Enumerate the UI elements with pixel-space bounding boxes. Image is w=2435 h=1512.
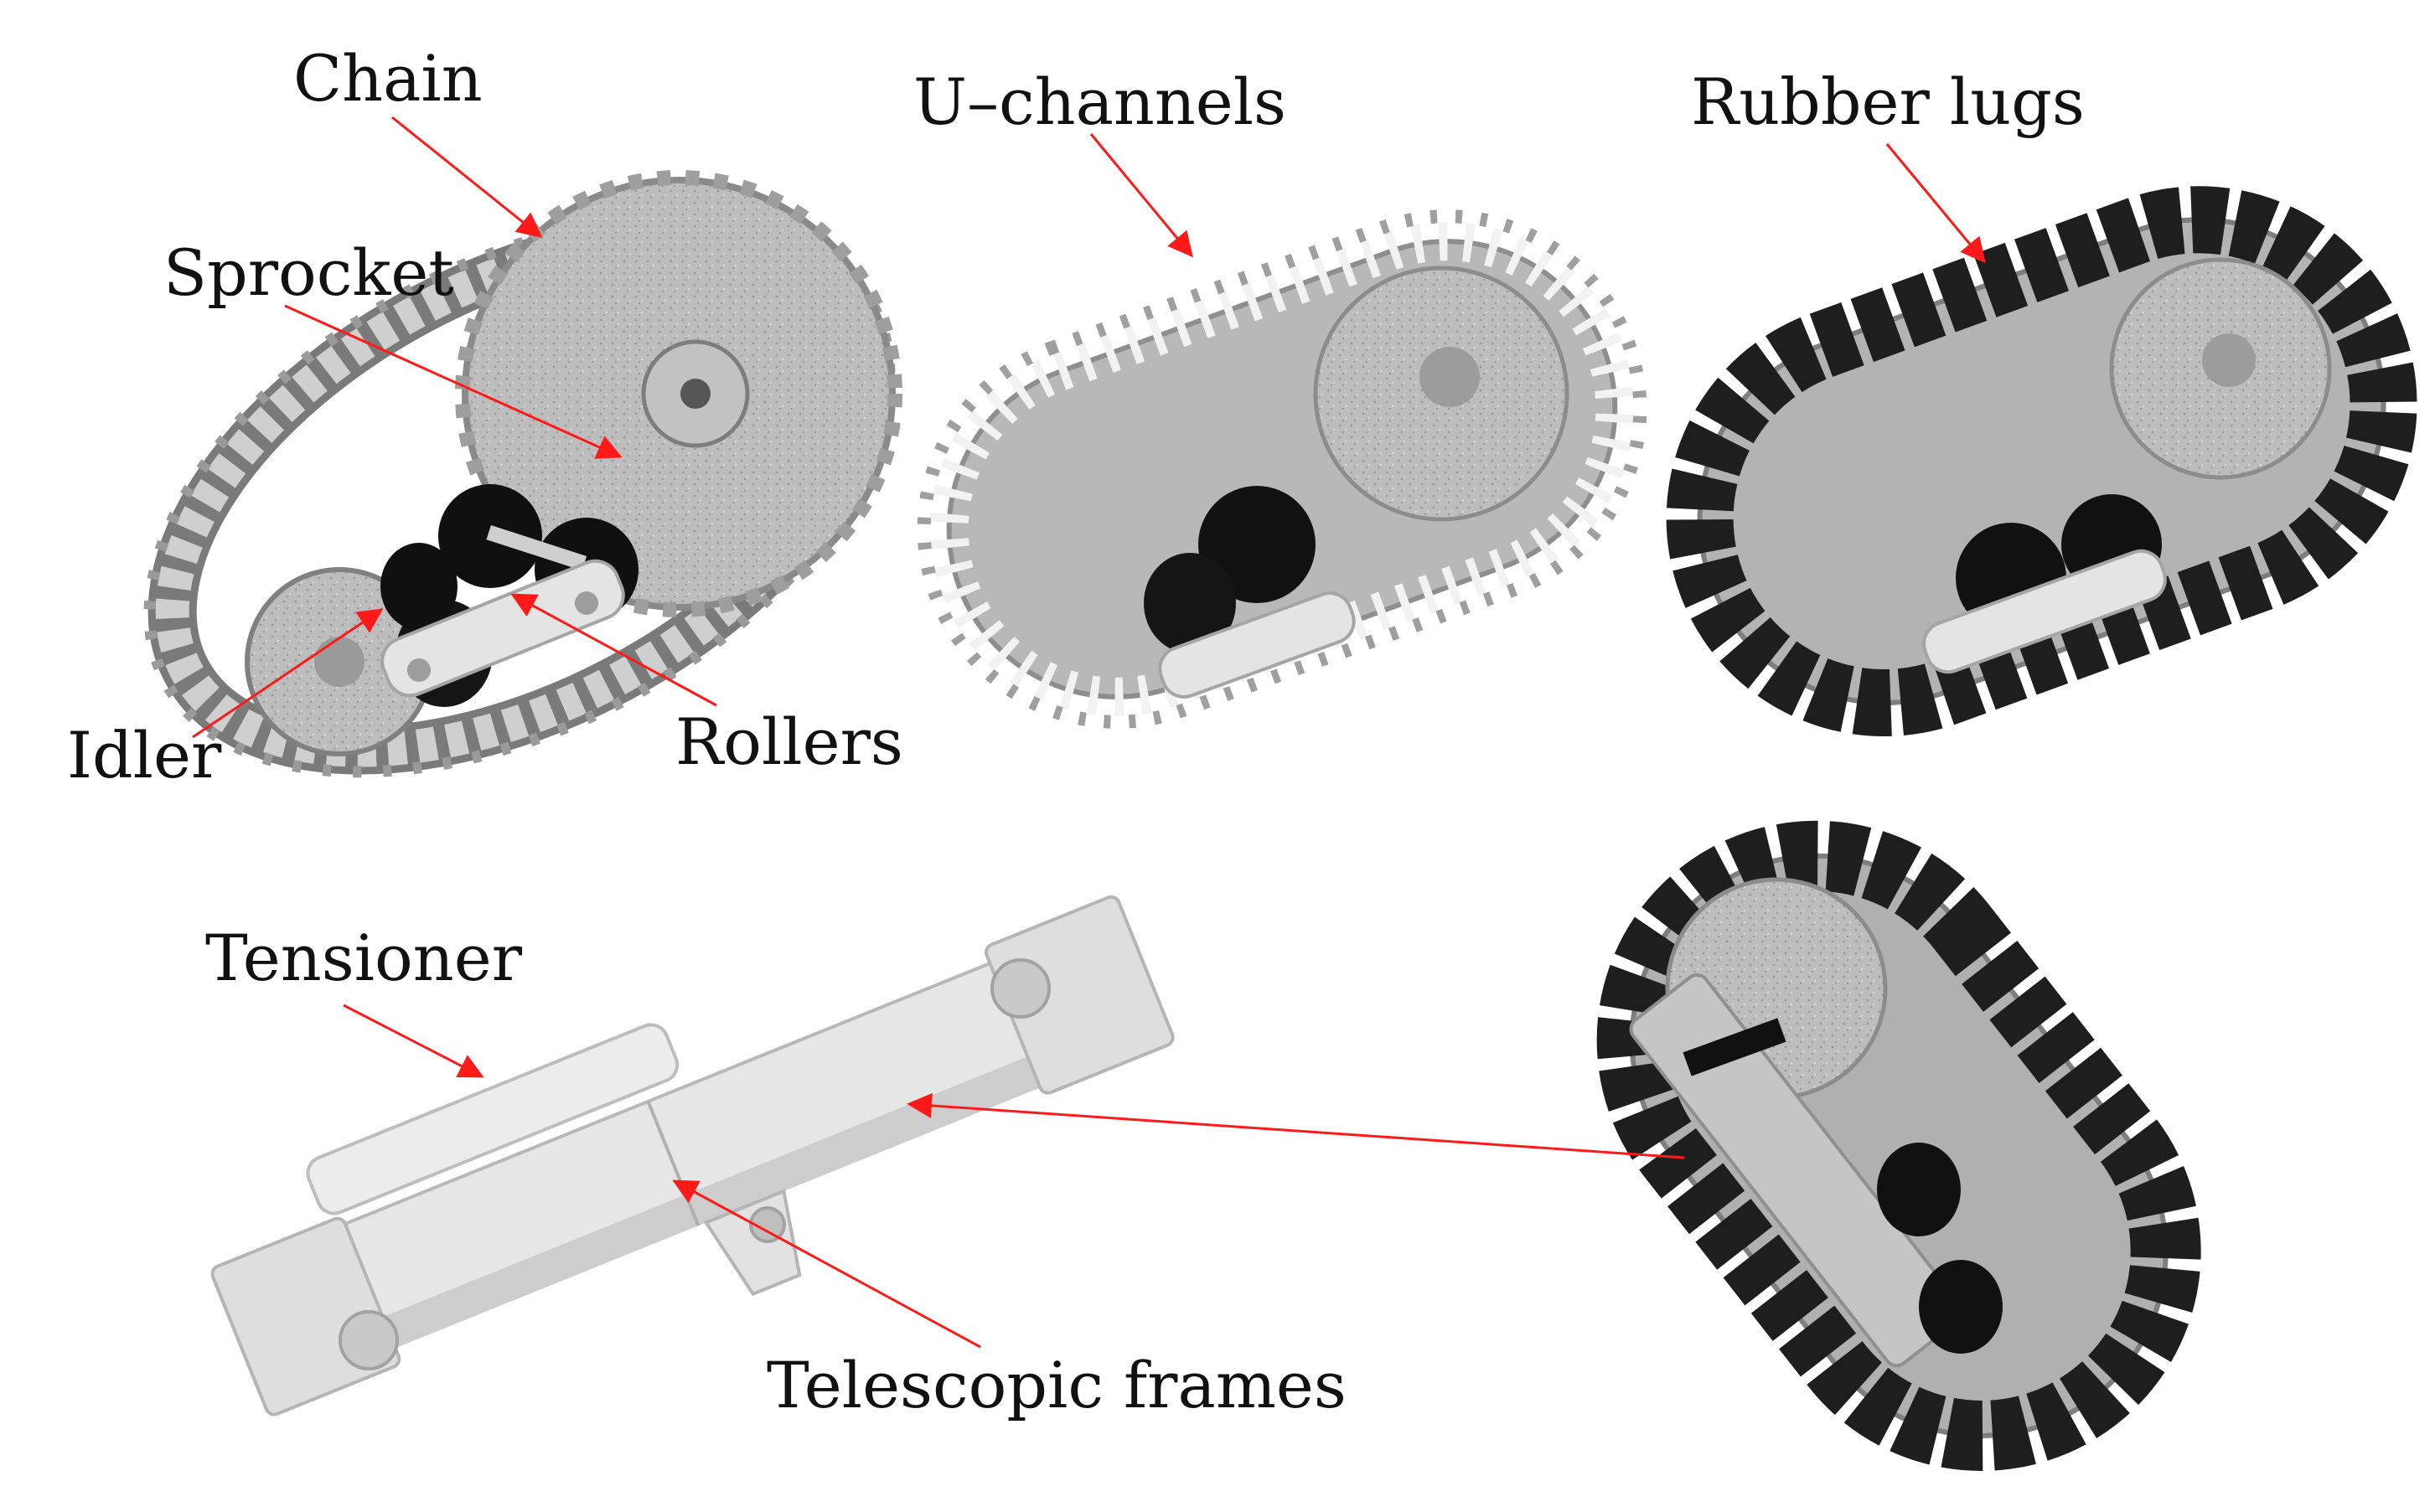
rubber-lug-track xyxy=(1666,186,2417,737)
label-rubber-lugs: Rubber lugs xyxy=(1691,65,2085,139)
arrow-sprocket xyxy=(284,304,623,459)
chain-sprocket-assembly xyxy=(143,170,902,778)
u-channel-track xyxy=(917,209,1647,729)
arrow-u-channels xyxy=(1089,133,1193,258)
label-sprocket: Sprocket xyxy=(163,235,454,310)
arrow-chain xyxy=(391,116,543,238)
arrow-tensioner xyxy=(343,1004,484,1078)
rubber-lug-rollers xyxy=(1922,494,2167,674)
labels: Chain Sprocket Idler Rollers U–channels … xyxy=(67,41,2085,1422)
arrow-telescopic-frames xyxy=(672,1179,981,1349)
arrows xyxy=(192,116,1986,1349)
label-chain: Chain xyxy=(293,41,483,116)
label-tensioner: Tensioner xyxy=(205,921,523,995)
arrow-rubber-lugs xyxy=(1885,143,1986,264)
assembled-track xyxy=(1596,820,2201,1471)
label-u-channels: U–channels xyxy=(913,65,1286,139)
arrow-rollers xyxy=(510,593,717,707)
sprocket-wheel xyxy=(455,170,902,617)
label-idler: Idler xyxy=(67,718,222,792)
road-rollers xyxy=(380,484,638,707)
arrow-idler xyxy=(192,608,384,739)
label-rollers: Rollers xyxy=(675,704,903,779)
label-telescopic-frames: Telescopic frames xyxy=(767,1348,1347,1422)
u-channel-rollers xyxy=(1144,486,1356,699)
arrow-frame-link xyxy=(907,1092,1685,1159)
